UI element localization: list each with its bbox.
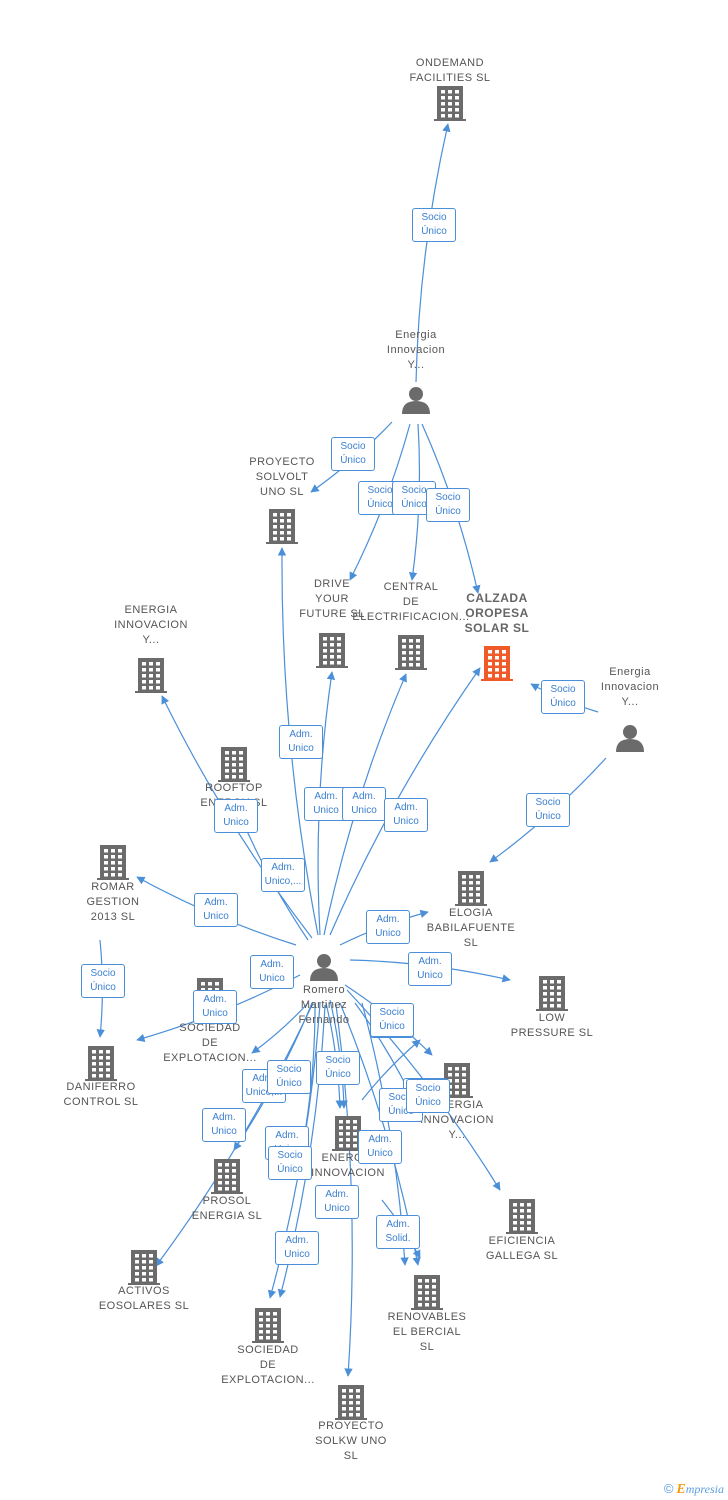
edge-22: [251, 1002, 309, 1054]
edge-label-32: Socio Único: [370, 1003, 414, 1037]
edge-label-33: Adm. Unico: [250, 955, 294, 989]
node-label-renovables[interactable]: RENOVABLES EL BERCIAL SL: [387, 1311, 467, 1353]
node-label-ondemand[interactable]: ONDEMAND FACILITIES SL: [409, 57, 491, 84]
edge-29: [361, 1039, 421, 1101]
edge-label-1: Socio Único: [331, 437, 375, 471]
brand-name: mpresia: [685, 1482, 724, 1496]
node-label-solvolt[interactable]: PROYECTO SOLVOLT UNO SL: [249, 456, 315, 498]
node-label-soc-exp2[interactable]: SOCIEDAD DE EXPLOTACION...: [221, 1344, 315, 1386]
edge-label-25: Adm. Unico: [358, 1130, 402, 1164]
drive-building-icon[interactable]: [316, 633, 348, 668]
calzada-building-icon[interactable]: [481, 646, 513, 681]
node-label-prosol[interactable]: PROSOL ENERGIA SL: [191, 1195, 263, 1222]
renovables-building-icon[interactable]: [411, 1275, 443, 1310]
activos-building-icon[interactable]: [128, 1250, 160, 1285]
eficiencia-building-icon[interactable]: [506, 1199, 538, 1234]
node-label-drive[interactable]: DRIVE YOUR FUTURE SL: [299, 578, 365, 620]
edge-label-0: Socio Único: [412, 208, 456, 242]
central-building-icon[interactable]: [395, 635, 427, 670]
node-label-ei-building-left[interactable]: ENERGIA INNOVACION Y...: [114, 604, 188, 646]
node-label-low[interactable]: LOW PRESSURE SL: [510, 1012, 594, 1039]
edge-label-7: Adm. Unico: [279, 725, 323, 759]
daniferro-building-icon[interactable]: [85, 1046, 117, 1081]
edge-label-26: Socio Único: [268, 1146, 312, 1180]
edge-label-31: Socio Único: [406, 1079, 450, 1113]
romar-building-icon[interactable]: [97, 845, 129, 880]
edge-label-15: Adm. Unico: [193, 990, 237, 1024]
edge-label-20: Socio Único: [316, 1051, 360, 1085]
rooftop-building-icon[interactable]: [218, 747, 250, 782]
edge-label-8: Adm. Unico: [304, 787, 348, 821]
edge-label-17: Adm. Unico: [408, 952, 452, 986]
ondemand-building-icon[interactable]: [434, 86, 466, 121]
node-label-romar[interactable]: ROMAR GESTION 2013 SL: [86, 881, 140, 923]
edge-label-5: Socio Único: [541, 680, 585, 714]
romero-person-icon[interactable]: [310, 954, 338, 981]
eiy-right-person-icon[interactable]: [616, 725, 644, 752]
edge-10: [329, 667, 481, 936]
elogia-building-icon[interactable]: [455, 871, 487, 906]
node-label-soc-exp1[interactable]: SOCIEDAD DE EXPLOTACION...: [163, 1022, 257, 1064]
copyright-icon: ©: [663, 1481, 674, 1496]
empresia-footer: © Empresia: [664, 1481, 724, 1498]
edge-label-11: Adm. Unico: [214, 799, 258, 833]
edge-label-22: Socio Único: [267, 1060, 311, 1094]
edge-label-13: Adm. Unico: [194, 893, 238, 927]
node-label-solkw[interactable]: PROYECTO SOLKW UNO SL: [315, 1420, 387, 1462]
node-label-eiy-right[interactable]: Energia Innovacion Y...: [600, 666, 660, 708]
edge-label-14: Socio Único: [81, 964, 125, 998]
edge-0: [415, 123, 451, 383]
prosol-building-icon[interactable]: [211, 1159, 243, 1194]
edge-label-9: Adm. Unico: [342, 787, 386, 821]
brand-initial: E: [676, 1482, 686, 1497]
node-label-calzada[interactable]: CALZADA OROPESA SOLAR SL: [464, 591, 530, 635]
solvolt-building-icon[interactable]: [266, 509, 298, 544]
node-label-elogia[interactable]: ELOGIA BABILAFUENTE SL: [426, 907, 516, 949]
edge-label-27: Adm. Solid.: [376, 1215, 420, 1249]
edge-label-12: Adm. Unico,...: [261, 858, 305, 892]
eiy-top-person-icon[interactable]: [402, 387, 430, 414]
edge-label-23: Adm. Unico: [202, 1108, 246, 1142]
edge-label-29: Adm. Unico: [275, 1231, 319, 1265]
node-label-daniferro[interactable]: DANIFERRO CONTROL SL: [63, 1081, 139, 1108]
edge-label-16: Adm. Unico: [366, 910, 410, 944]
edge-label-28: Adm. Unico: [315, 1185, 359, 1219]
node-label-activos[interactable]: ACTIVOS EOSOLARES SL: [98, 1285, 190, 1312]
ei-building-center-building-icon[interactable]: [332, 1116, 364, 1151]
low-building-icon[interactable]: [536, 976, 568, 1011]
edge-label-4: Socio Único: [426, 488, 470, 522]
node-label-romero[interactable]: Romero Martinez Fernando: [298, 984, 350, 1026]
edge-label-10: Adm. Unico: [384, 798, 428, 832]
ei-building-left-building-icon[interactable]: [135, 658, 167, 693]
node-label-central[interactable]: CENTRAL DE ELECTRIFICACION...: [352, 581, 470, 623]
node-label-eiy-top[interactable]: Energia Innovacion Y...: [386, 329, 446, 371]
solkw-building-icon[interactable]: [335, 1385, 367, 1420]
soc-exp2-building-icon[interactable]: [252, 1308, 284, 1343]
edge-label-6: Socio Único: [526, 793, 570, 827]
node-label-eficiencia[interactable]: EFICIENCIA GALLEGA SL: [485, 1235, 559, 1262]
